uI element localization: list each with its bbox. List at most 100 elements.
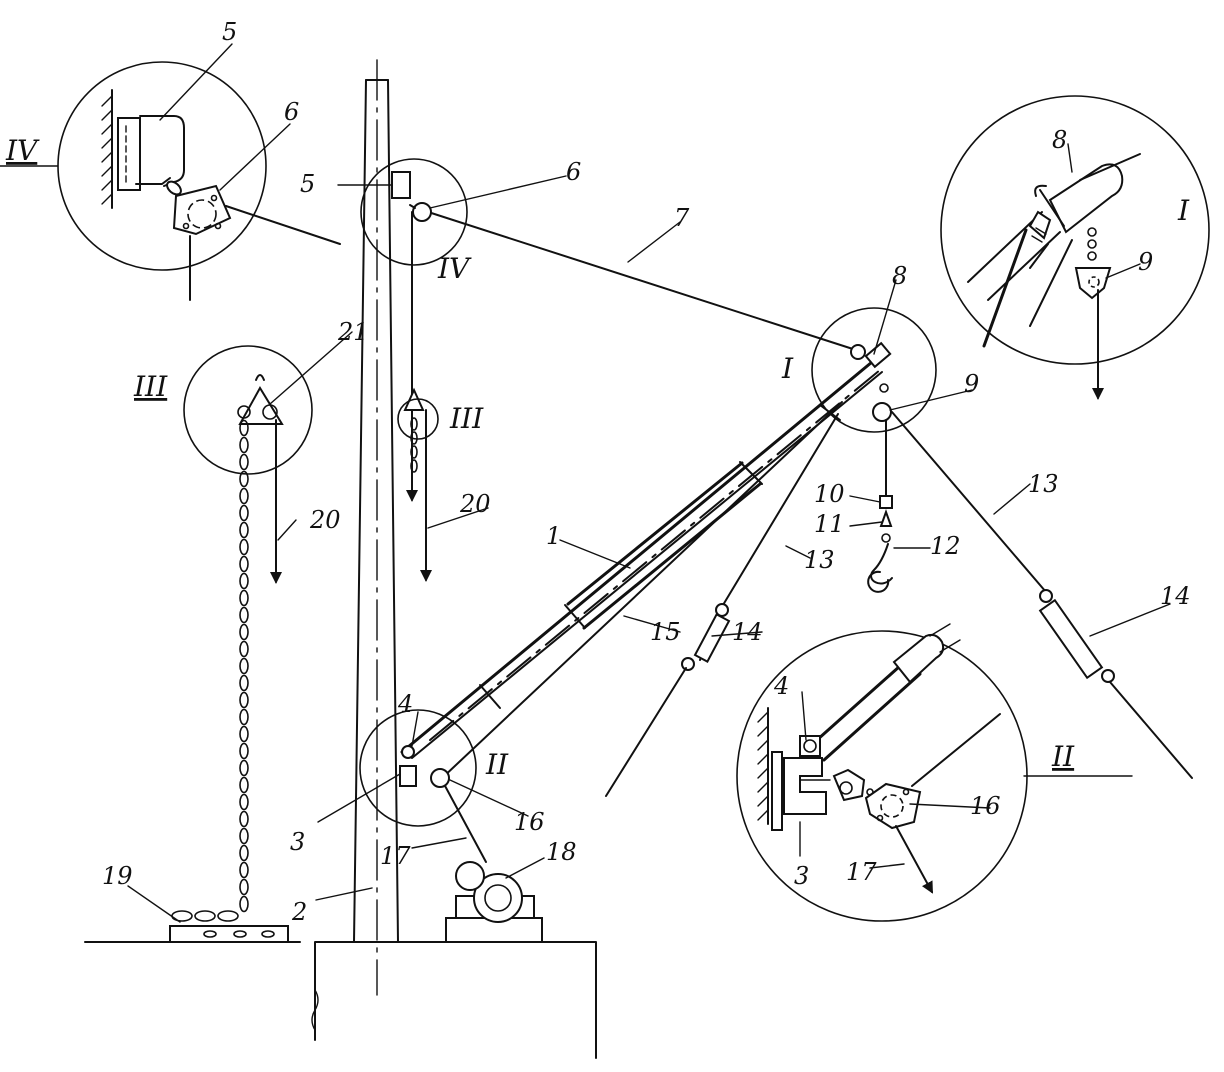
chain-link bbox=[239, 861, 249, 879]
callout-16: 16 bbox=[514, 808, 545, 836]
chain-link bbox=[239, 810, 249, 828]
swivel-10 bbox=[879, 495, 893, 509]
callout-21: 21 bbox=[337, 318, 369, 346]
link-11 bbox=[879, 509, 893, 527]
callout-17-detail: 17 bbox=[846, 858, 877, 886]
callout-10: 10 bbox=[814, 480, 845, 508]
chain-link bbox=[239, 793, 249, 811]
detail-circle-ii-small bbox=[359, 709, 477, 827]
callout-2: 2 bbox=[291, 898, 307, 926]
callout-4-detail: 4 bbox=[773, 672, 789, 700]
chain-link bbox=[239, 487, 249, 505]
callout-4: 4 bbox=[397, 690, 413, 718]
callout-14-left: 14 bbox=[732, 618, 763, 646]
detail-label-i: I bbox=[781, 352, 794, 385]
detail-label-i-right: I bbox=[1177, 194, 1190, 227]
anchor-plate bbox=[169, 910, 289, 943]
detail-labels: IV IV III III I I II II bbox=[5, 134, 1190, 781]
hook-12 bbox=[870, 543, 893, 585]
detail-label-ii: II bbox=[485, 748, 509, 781]
boom-foot bbox=[399, 745, 450, 788]
chain-link bbox=[239, 453, 249, 471]
pulley-16 bbox=[430, 768, 450, 788]
pulley-9 bbox=[872, 402, 892, 422]
detail-circle-iii bbox=[183, 345, 313, 475]
detail-circle-i bbox=[940, 95, 1210, 365]
chain-link bbox=[239, 555, 249, 573]
chain-link bbox=[239, 521, 249, 539]
callouts: 5 6 5 6 7 8 8 9 9 10 11 12 13 13 1 15 14… bbox=[102, 18, 1191, 926]
callout-13-left: 13 bbox=[804, 546, 835, 574]
callout-17: 17 bbox=[380, 842, 411, 870]
callout-12: 12 bbox=[930, 532, 961, 560]
chain-link bbox=[239, 623, 249, 641]
callout-20-left: 20 bbox=[309, 506, 341, 534]
chain-link bbox=[239, 436, 249, 454]
callout-14-right: 14 bbox=[1160, 582, 1191, 610]
callout-5: 5 bbox=[300, 170, 315, 198]
detail-circle-iii-small bbox=[397, 398, 439, 440]
detail-label-ii-right: II bbox=[1051, 740, 1075, 773]
guy-ropes bbox=[605, 411, 1193, 797]
detail-circle-iv bbox=[57, 61, 267, 271]
callout-3-detail: 3 bbox=[794, 862, 809, 890]
detail-iv-content bbox=[0, 89, 341, 301]
chain-link bbox=[239, 640, 249, 658]
callout-20: 20 bbox=[459, 490, 491, 518]
chain-link bbox=[239, 606, 249, 624]
winch bbox=[445, 861, 543, 943]
detail-circle-i-small bbox=[811, 307, 937, 433]
detail-label-iii: III bbox=[449, 402, 484, 435]
chain-link bbox=[239, 759, 249, 777]
detail-circle-iv-small bbox=[360, 158, 468, 266]
detail-label-iii-left: III bbox=[133, 370, 168, 403]
tackle-column bbox=[403, 211, 432, 582]
callout-9: 9 bbox=[964, 370, 979, 398]
tackle-left bbox=[237, 374, 284, 913]
hook-assembly bbox=[867, 419, 893, 593]
callout-8: 8 bbox=[892, 262, 907, 290]
chain-link bbox=[239, 776, 249, 794]
callout-6: 6 bbox=[566, 158, 581, 186]
callout-9-detail: 9 bbox=[1138, 248, 1153, 276]
detail-ii-content bbox=[757, 623, 1133, 894]
callout-11: 11 bbox=[814, 510, 845, 538]
chain-link bbox=[239, 878, 249, 896]
turnbuckle-14-left bbox=[693, 613, 731, 663]
bracket-5 bbox=[391, 171, 411, 199]
callout-6-detail: 6 bbox=[284, 98, 299, 126]
detail-label-iv: IV bbox=[437, 252, 472, 285]
chain-link bbox=[239, 827, 249, 845]
pulley-block-21 bbox=[238, 386, 284, 425]
leader-lines bbox=[127, 43, 1171, 923]
chain-link bbox=[239, 470, 249, 488]
chain-link bbox=[239, 538, 249, 556]
callout-5-detail: 5 bbox=[222, 18, 237, 46]
chain-link bbox=[239, 419, 249, 437]
derrick-rope bbox=[439, 401, 843, 863]
chain-link bbox=[239, 844, 249, 862]
chain-link bbox=[239, 504, 249, 522]
callout-16-detail: 16 bbox=[970, 792, 1001, 820]
column bbox=[353, 59, 399, 996]
callout-15: 15 bbox=[650, 618, 681, 646]
chain-link bbox=[239, 725, 249, 743]
callout-7: 7 bbox=[674, 204, 690, 232]
callout-1: 1 bbox=[546, 522, 561, 550]
detail-label-iv-left: IV bbox=[5, 134, 40, 167]
callout-18: 18 bbox=[546, 838, 577, 866]
callout-19: 19 bbox=[102, 862, 133, 890]
chain-link bbox=[239, 589, 249, 607]
chain-link bbox=[239, 742, 249, 760]
chain-link bbox=[239, 895, 249, 913]
ground-and-foundation bbox=[84, 941, 597, 1059]
callout-3: 3 bbox=[290, 828, 305, 856]
chain-link bbox=[239, 708, 249, 726]
detail-circles bbox=[57, 61, 1210, 922]
chain-link bbox=[239, 657, 249, 675]
turnbuckle-14-right bbox=[1038, 598, 1104, 680]
block-6 bbox=[412, 202, 432, 222]
callout-8-detail: 8 bbox=[1052, 126, 1067, 154]
stay-rope bbox=[391, 171, 857, 351]
